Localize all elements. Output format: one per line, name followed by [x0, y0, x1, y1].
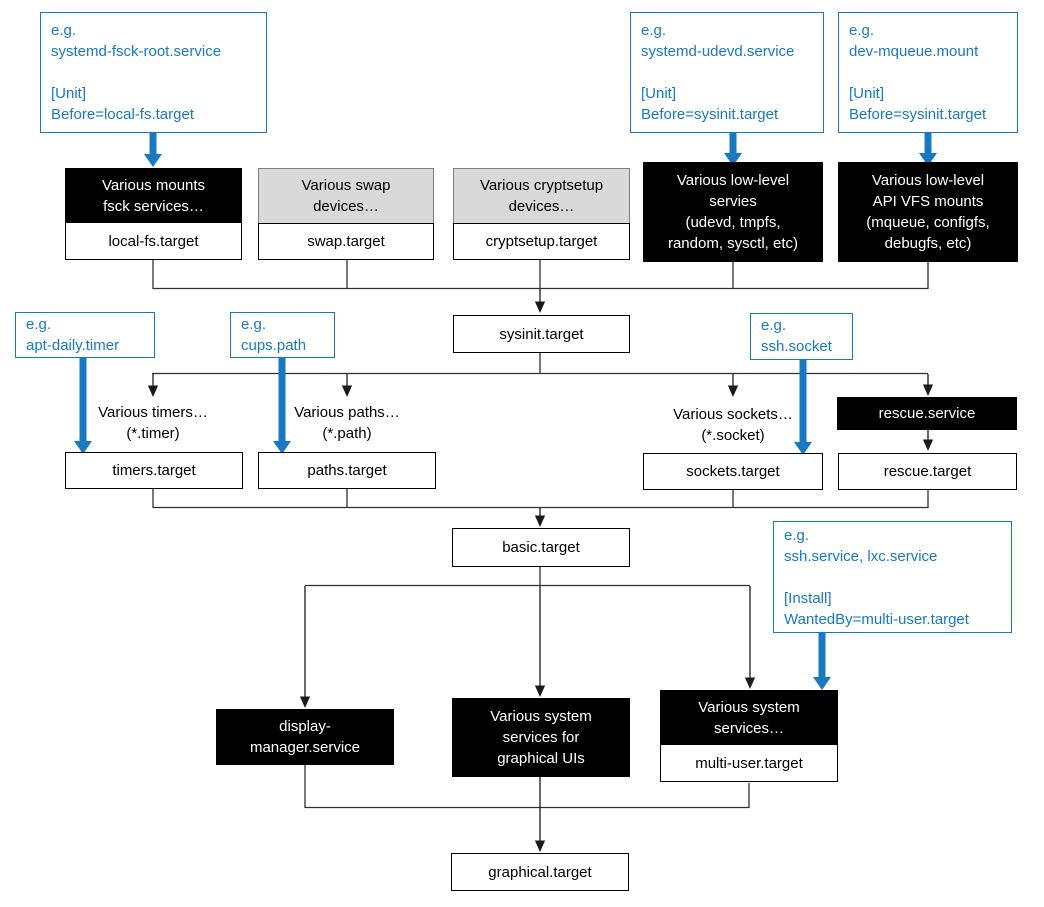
- header-line: random, sysctl, etc): [667, 235, 799, 252]
- annotation-line: cups.path: [241, 337, 307, 354]
- annotation-line: systemd-udevd.service: [641, 43, 795, 60]
- header-line: servies: [709, 193, 757, 210]
- annotation-line: [Unit]: [849, 85, 885, 102]
- header-line: Various swap: [301, 177, 391, 194]
- annotation-line: apt-daily.timer: [26, 337, 120, 354]
- node-multi-user-header: Various system services…: [660, 690, 838, 745]
- header-line: rescue.service: [878, 405, 976, 422]
- header-line: Various system: [490, 708, 592, 725]
- annotation-install: e.g. ssh.service, lxc.service [Install] …: [773, 521, 1012, 633]
- annotation-line: e.g.: [784, 527, 810, 544]
- annotation-line: [Unit]: [641, 85, 677, 102]
- annotation-line: e.g.: [849, 22, 875, 39]
- blue-arrow-install: [813, 633, 831, 690]
- annotation-line: e.g.: [26, 316, 52, 333]
- arrow-connectors: [147, 289, 934, 852]
- blue-example-arrows: [74, 133, 937, 690]
- blue-arrow-socket: [794, 360, 812, 455]
- label-line: Various sockets…: [673, 406, 793, 423]
- header-line: (mqueue, configfs,: [866, 214, 990, 231]
- annotation-line: e.g.: [51, 22, 77, 39]
- annotation-line: systemd-fsck-root.service: [51, 43, 222, 60]
- node-cryptsetup-header: Various cryptsetup devices…: [453, 168, 630, 224]
- header-line: fsck services…: [103, 197, 204, 215]
- annotation-line: [784, 567, 1001, 588]
- annotation-line: ssh.socket: [761, 338, 832, 355]
- node-cryptsetup-target: cryptsetup.target: [453, 223, 630, 260]
- annotation-line: Before=sysinit.target: [849, 106, 987, 123]
- label-line: (*.path): [322, 425, 372, 442]
- node-sysinit-target: sysinit.target: [453, 315, 630, 353]
- annotation-line: e.g.: [641, 22, 667, 39]
- header-line: devices…: [313, 198, 379, 215]
- annotation-fsck: e.g. systemd-fsck-root.service [Unit] Be…: [40, 12, 267, 133]
- label-line: Various timers…: [98, 404, 208, 421]
- plain-connectors: [152, 260, 929, 809]
- blue-arrow-timer: [74, 358, 92, 454]
- header-line: services for: [502, 729, 580, 746]
- annotation-line: e.g.: [241, 316, 267, 333]
- header-line: Various low-level: [871, 172, 985, 189]
- annotation-line: Before=sysinit.target: [641, 106, 779, 123]
- blue-arrow-fsck: [144, 133, 162, 167]
- node-lowlevel-services: Various low-level servies (udevd, tmpfs,…: [643, 162, 823, 262]
- header-line: Various system: [698, 698, 800, 716]
- annotation-line: e.g.: [761, 317, 787, 334]
- annotation-line: dev-mqueue.mount: [849, 43, 979, 60]
- node-swap-target: swap.target: [258, 223, 434, 260]
- node-rescue-service: rescue.service: [837, 397, 1017, 430]
- header-line: Various low-level: [676, 172, 790, 189]
- header-line: (udevd, tmpfs,: [685, 214, 781, 231]
- blue-arrow-mqueue: [919, 133, 937, 166]
- node-swap-header: Various swap devices…: [258, 168, 434, 224]
- header-line: Various mounts: [101, 176, 206, 194]
- annotation-line: [Install]: [784, 590, 832, 607]
- node-local-fs-header: Various mounts fsck services…: [65, 168, 242, 223]
- node-paths-target: paths.target: [258, 452, 436, 489]
- label-line: (*.timer): [126, 425, 180, 442]
- node-display-manager: display- manager.service: [216, 709, 394, 765]
- annotation-timer: e.g. apt-daily.timer: [15, 312, 155, 358]
- header-line: Various cryptsetup: [479, 177, 604, 194]
- annotation-line: ssh.service, lxc.service: [784, 548, 938, 565]
- node-lowlevel-vfs-mounts: Various low-level API VFS mounts (mqueue…: [838, 162, 1018, 262]
- node-graphical-target: graphical.target: [451, 853, 629, 891]
- annotation-line: Before=local-fs.target: [51, 106, 194, 123]
- label-various-sockets: Various sockets… (*.socket): [667, 404, 799, 446]
- label-line: (*.socket): [701, 427, 765, 444]
- header-line: devices…: [508, 198, 575, 215]
- label-line: Various paths…: [294, 404, 400, 421]
- header-line: display-: [279, 718, 331, 735]
- node-local-fs: Various mounts fsck services… local-fs.t…: [65, 168, 242, 260]
- annotation-udevd: e.g. systemd-udevd.service [Unit] Before…: [630, 12, 824, 133]
- header-line: manager.service: [249, 739, 361, 756]
- annotation-line: [641, 62, 813, 83]
- header-line: services…: [713, 719, 784, 737]
- annotation-line: [Unit]: [51, 85, 87, 102]
- node-multi-user-target: multi-user.target: [660, 744, 838, 782]
- label-various-paths: Various paths… (*.path): [282, 402, 412, 444]
- node-rescue-target: rescue.target: [838, 453, 1017, 490]
- annotation-socket: e.g. ssh.socket: [750, 313, 853, 360]
- header-line: debugfs, etc): [884, 235, 972, 252]
- node-cryptsetup: Various cryptsetup devices… cryptsetup.t…: [453, 168, 630, 260]
- header-line: API VFS mounts: [872, 193, 984, 210]
- node-sockets-target: sockets.target: [643, 453, 823, 490]
- node-swap: Various swap devices… swap.target: [258, 168, 434, 260]
- annotation-line: WantedBy=multi-user.target: [784, 611, 969, 628]
- node-multi-user: Various system services… multi-user.targ…: [660, 690, 838, 782]
- annotation-path: e.g. cups.path: [230, 312, 335, 358]
- annotation-line: [51, 62, 256, 83]
- node-graphical-services: Various system services for graphical UI…: [452, 698, 630, 777]
- blue-arrow-path: [273, 358, 291, 454]
- node-timers-target: timers.target: [65, 452, 243, 489]
- blue-arrow-udevd: [724, 133, 742, 166]
- node-local-fs-target: local-fs.target: [65, 222, 242, 260]
- annotation-mqueue: e.g. dev-mqueue.mount [Unit] Before=sysi…: [838, 12, 1018, 133]
- label-various-timers: Various timers… (*.timer): [88, 402, 218, 444]
- annotation-line: [849, 62, 1007, 83]
- header-line: graphical UIs: [497, 750, 585, 767]
- node-basic-target: basic.target: [452, 528, 630, 567]
